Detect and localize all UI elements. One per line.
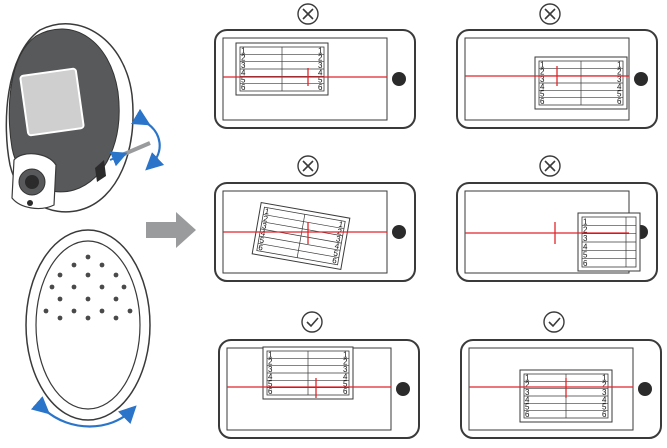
phone-home-button <box>396 382 410 396</box>
row-label-right: 3 <box>602 388 607 397</box>
row-label-right: 3 <box>318 61 323 70</box>
row-label-left: 1 <box>241 46 246 55</box>
row-label-right: 6 <box>602 410 607 419</box>
row-label-left: 5 <box>268 380 273 389</box>
row-label-left: 2 <box>241 54 246 63</box>
row-label-right: 6 <box>318 83 323 92</box>
row-label-left: 3 <box>261 221 267 231</box>
row-label-right: 3 <box>335 234 341 244</box>
row-label-right: 1 <box>318 46 323 55</box>
phone-home-button <box>634 72 648 86</box>
row-label-left: 4 <box>540 82 545 91</box>
row-label-right: 4 <box>318 68 323 77</box>
row-label-right: 2 <box>318 54 323 63</box>
check-circle-icon <box>543 311 565 333</box>
row-label-right: 2 <box>617 68 622 77</box>
row-label-left: 5 <box>540 90 545 99</box>
row-label-right: 5 <box>602 403 607 412</box>
row-label-left: 6 <box>583 259 588 268</box>
back-cover <box>25 229 151 421</box>
scanner-device <box>5 23 151 213</box>
row-label-left: 1 <box>264 207 270 217</box>
row-label-right: 5 <box>333 249 339 259</box>
row-label-right: 3 <box>617 75 622 84</box>
x-circle-icon <box>539 155 561 177</box>
check-circle-icon <box>301 311 323 333</box>
device-rotate-arrow-icon <box>131 108 165 171</box>
row-label-right: 2 <box>343 358 348 367</box>
row-label-right: 5 <box>343 380 348 389</box>
row-label-left: 6 <box>525 410 530 419</box>
phone-home-button <box>638 382 652 396</box>
row-label-left: 5 <box>583 251 588 260</box>
row-label-right: 4 <box>602 395 607 404</box>
row-label-left: 4 <box>268 372 273 381</box>
cover-rotate-arrow-icon <box>30 396 137 428</box>
x-circle-icon <box>297 155 319 177</box>
row-label-left: 6 <box>241 83 246 92</box>
row-label-left: 2 <box>268 358 273 367</box>
row-label-left: 1 <box>540 60 545 69</box>
row-label-right: 4 <box>343 372 348 381</box>
row-label-right: 6 <box>617 97 622 106</box>
row-label-left: 2 <box>583 226 588 235</box>
row-label-left: 6 <box>540 97 545 106</box>
row-label-right: 3 <box>343 365 348 374</box>
row-label-left: 1 <box>525 373 530 382</box>
row-label-left: 5 <box>525 403 530 412</box>
row-label-left: 3 <box>525 388 530 397</box>
row-label-left: 2 <box>263 214 269 224</box>
row-label-left: 5 <box>241 76 246 85</box>
x-circle-icon <box>297 3 319 25</box>
row-label-left: 1 <box>268 350 273 359</box>
row-label-left: 5 <box>259 236 265 246</box>
row-label-left: 1 <box>583 217 588 226</box>
row-label-left: 2 <box>540 68 545 77</box>
row-label-left: 3 <box>241 61 246 70</box>
x-circle-icon <box>539 3 561 25</box>
row-label-right: 1 <box>338 220 344 230</box>
row-label-left: 3 <box>268 365 273 374</box>
phone-home-button <box>392 72 406 86</box>
row-label-left: 3 <box>540 75 545 84</box>
row-label-right: 5 <box>617 90 622 99</box>
row-label-right: 5 <box>318 76 323 85</box>
row-label-left: 2 <box>525 381 530 390</box>
row-label-left: 4 <box>525 395 530 404</box>
row-label-right: 4 <box>617 82 622 91</box>
row-label-left: 6 <box>258 243 264 253</box>
row-label-right: 1 <box>602 373 607 382</box>
row-label-right: 1 <box>617 60 622 69</box>
row-label-left: 4 <box>241 68 246 77</box>
row-label-right: 2 <box>602 381 607 390</box>
right-arrow-icon <box>146 212 196 248</box>
row-label-right: 6 <box>331 256 337 266</box>
row-label-left: 4 <box>260 228 266 238</box>
row-label-left: 6 <box>268 387 273 396</box>
phone-home-button <box>392 225 406 239</box>
row-label-right: 1 <box>343 350 348 359</box>
row-label-right: 6 <box>343 387 348 396</box>
row-label-left: 4 <box>583 242 588 251</box>
row-label-right: 4 <box>334 241 340 251</box>
row-label-left: 3 <box>583 234 588 243</box>
